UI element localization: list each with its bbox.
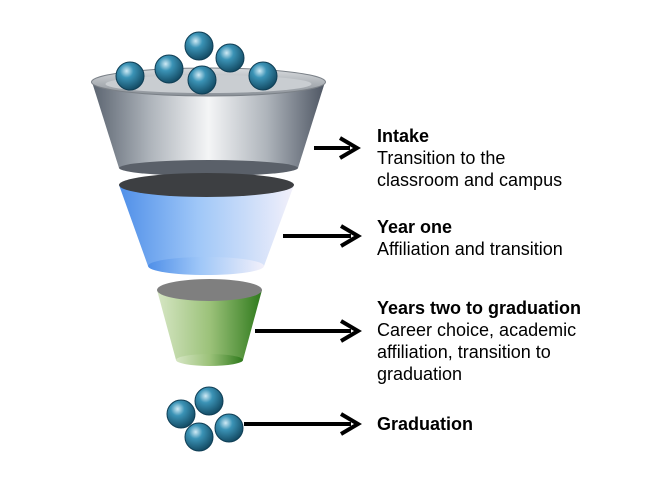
stage-year-one: Year one Affiliation and transition bbox=[377, 216, 563, 260]
stage-intake: Intake Transition to the classroom and c… bbox=[377, 125, 562, 191]
stage-description: Transition to the classroom and campus bbox=[377, 148, 563, 190]
arrow-right-icon bbox=[255, 319, 362, 343]
graduation-spheres bbox=[166, 386, 244, 452]
sphere-icon bbox=[187, 65, 217, 95]
sphere-icon bbox=[184, 422, 214, 452]
arrow-right-icon bbox=[283, 224, 362, 248]
stage-title: Year one bbox=[377, 217, 453, 237]
stage-title: Years two to graduation bbox=[377, 298, 582, 318]
arrow-right-icon bbox=[244, 412, 362, 436]
stage-years-two-to-graduation: Years two to graduation Career choice, a… bbox=[377, 297, 581, 385]
funnel-years-two bbox=[157, 279, 262, 366]
funnel-year-one bbox=[119, 173, 294, 275]
stage-title: Graduation bbox=[377, 414, 474, 434]
sphere-icon bbox=[215, 43, 245, 73]
stage-description: Career choice, academic affiliation, tra… bbox=[377, 320, 577, 384]
sphere-icon bbox=[115, 61, 145, 91]
sphere-icon bbox=[194, 386, 224, 416]
sphere-icon bbox=[154, 54, 184, 84]
sphere-icon bbox=[184, 31, 214, 61]
sphere-icon bbox=[214, 413, 244, 443]
sphere-icon bbox=[166, 399, 196, 429]
stage-graduation: Graduation bbox=[377, 413, 473, 435]
stage-description: Affiliation and transition bbox=[377, 239, 563, 259]
sphere-icon bbox=[248, 61, 278, 91]
intake-spheres bbox=[115, 31, 278, 95]
stage-title: Intake bbox=[377, 126, 430, 146]
arrow-right-icon bbox=[314, 136, 361, 160]
